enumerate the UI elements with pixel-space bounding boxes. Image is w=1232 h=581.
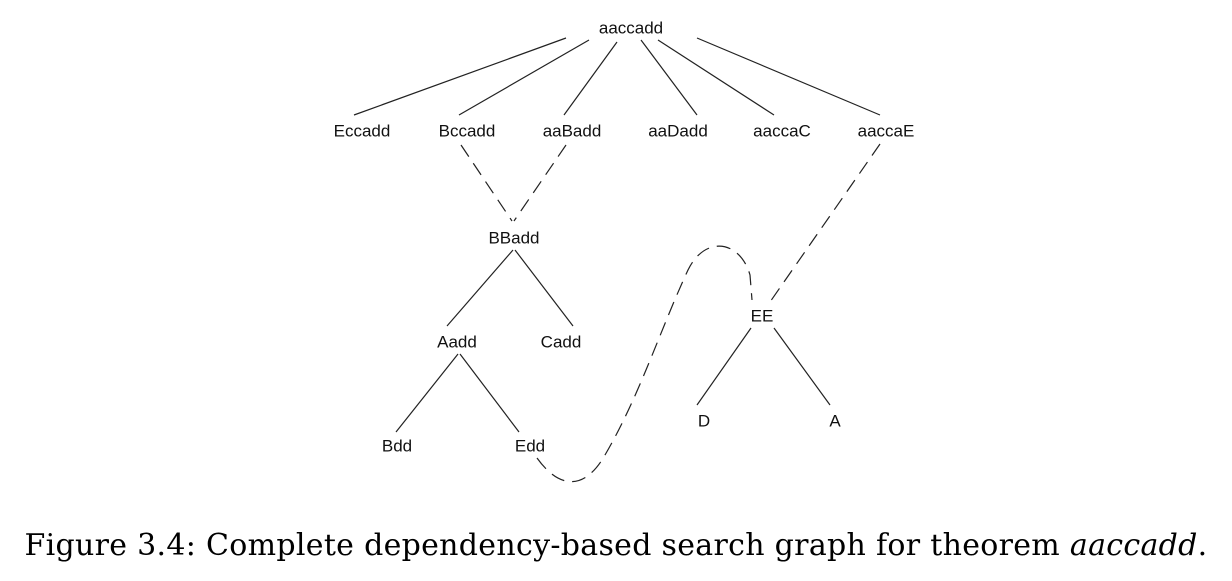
edge-root-aadadd <box>640 39 698 116</box>
edge-bccadd-bbadd <box>460 144 513 222</box>
edge-ee-a <box>773 327 831 406</box>
edge-root-aabadd <box>563 41 618 116</box>
node-ee: EE <box>751 307 774 326</box>
node-aaccae: aaccaE <box>858 122 915 141</box>
node-eccadd: Eccadd <box>334 122 391 141</box>
edge-edd-ee <box>536 245 753 483</box>
edge-aadd-bdd <box>395 353 459 433</box>
node-root: aaccadd <box>599 19 663 38</box>
figure-caption: Figure 3.4: Complete dependency-based se… <box>0 528 1232 563</box>
edge-root-bccadd <box>458 39 590 116</box>
edge-aaccae-ee <box>769 143 881 303</box>
edge-bbadd-cadd <box>514 249 574 327</box>
node-edd: Edd <box>515 437 545 456</box>
node-cadd: Cadd <box>541 333 582 352</box>
edges-layer <box>353 37 881 483</box>
caption-prefix: Figure 3.4: Complete dependency-based se… <box>24 528 1070 563</box>
edge-aadd-edd <box>459 353 520 433</box>
node-aabadd: aaBadd <box>543 122 602 141</box>
node-a: A <box>829 412 841 431</box>
edge-bbadd-aadd <box>446 249 514 327</box>
node-bdd: Bdd <box>382 437 412 456</box>
edge-root-eccadd <box>353 37 567 116</box>
node-d: D <box>698 412 710 431</box>
edge-root-aaccae <box>696 37 881 116</box>
node-bccadd: Bccadd <box>439 122 496 141</box>
caption-suffix: . <box>1197 528 1208 563</box>
node-aadd: Aadd <box>437 333 477 352</box>
node-bbadd: BBadd <box>488 229 539 248</box>
edge-aabadd-bbadd <box>513 144 567 222</box>
node-aaccac: aaccaC <box>753 122 811 141</box>
caption-theorem: aaccadd <box>1069 528 1198 563</box>
edge-root-aaccac <box>657 39 775 116</box>
node-aadadd: aaDadd <box>648 122 708 141</box>
edge-ee-d <box>696 327 752 406</box>
